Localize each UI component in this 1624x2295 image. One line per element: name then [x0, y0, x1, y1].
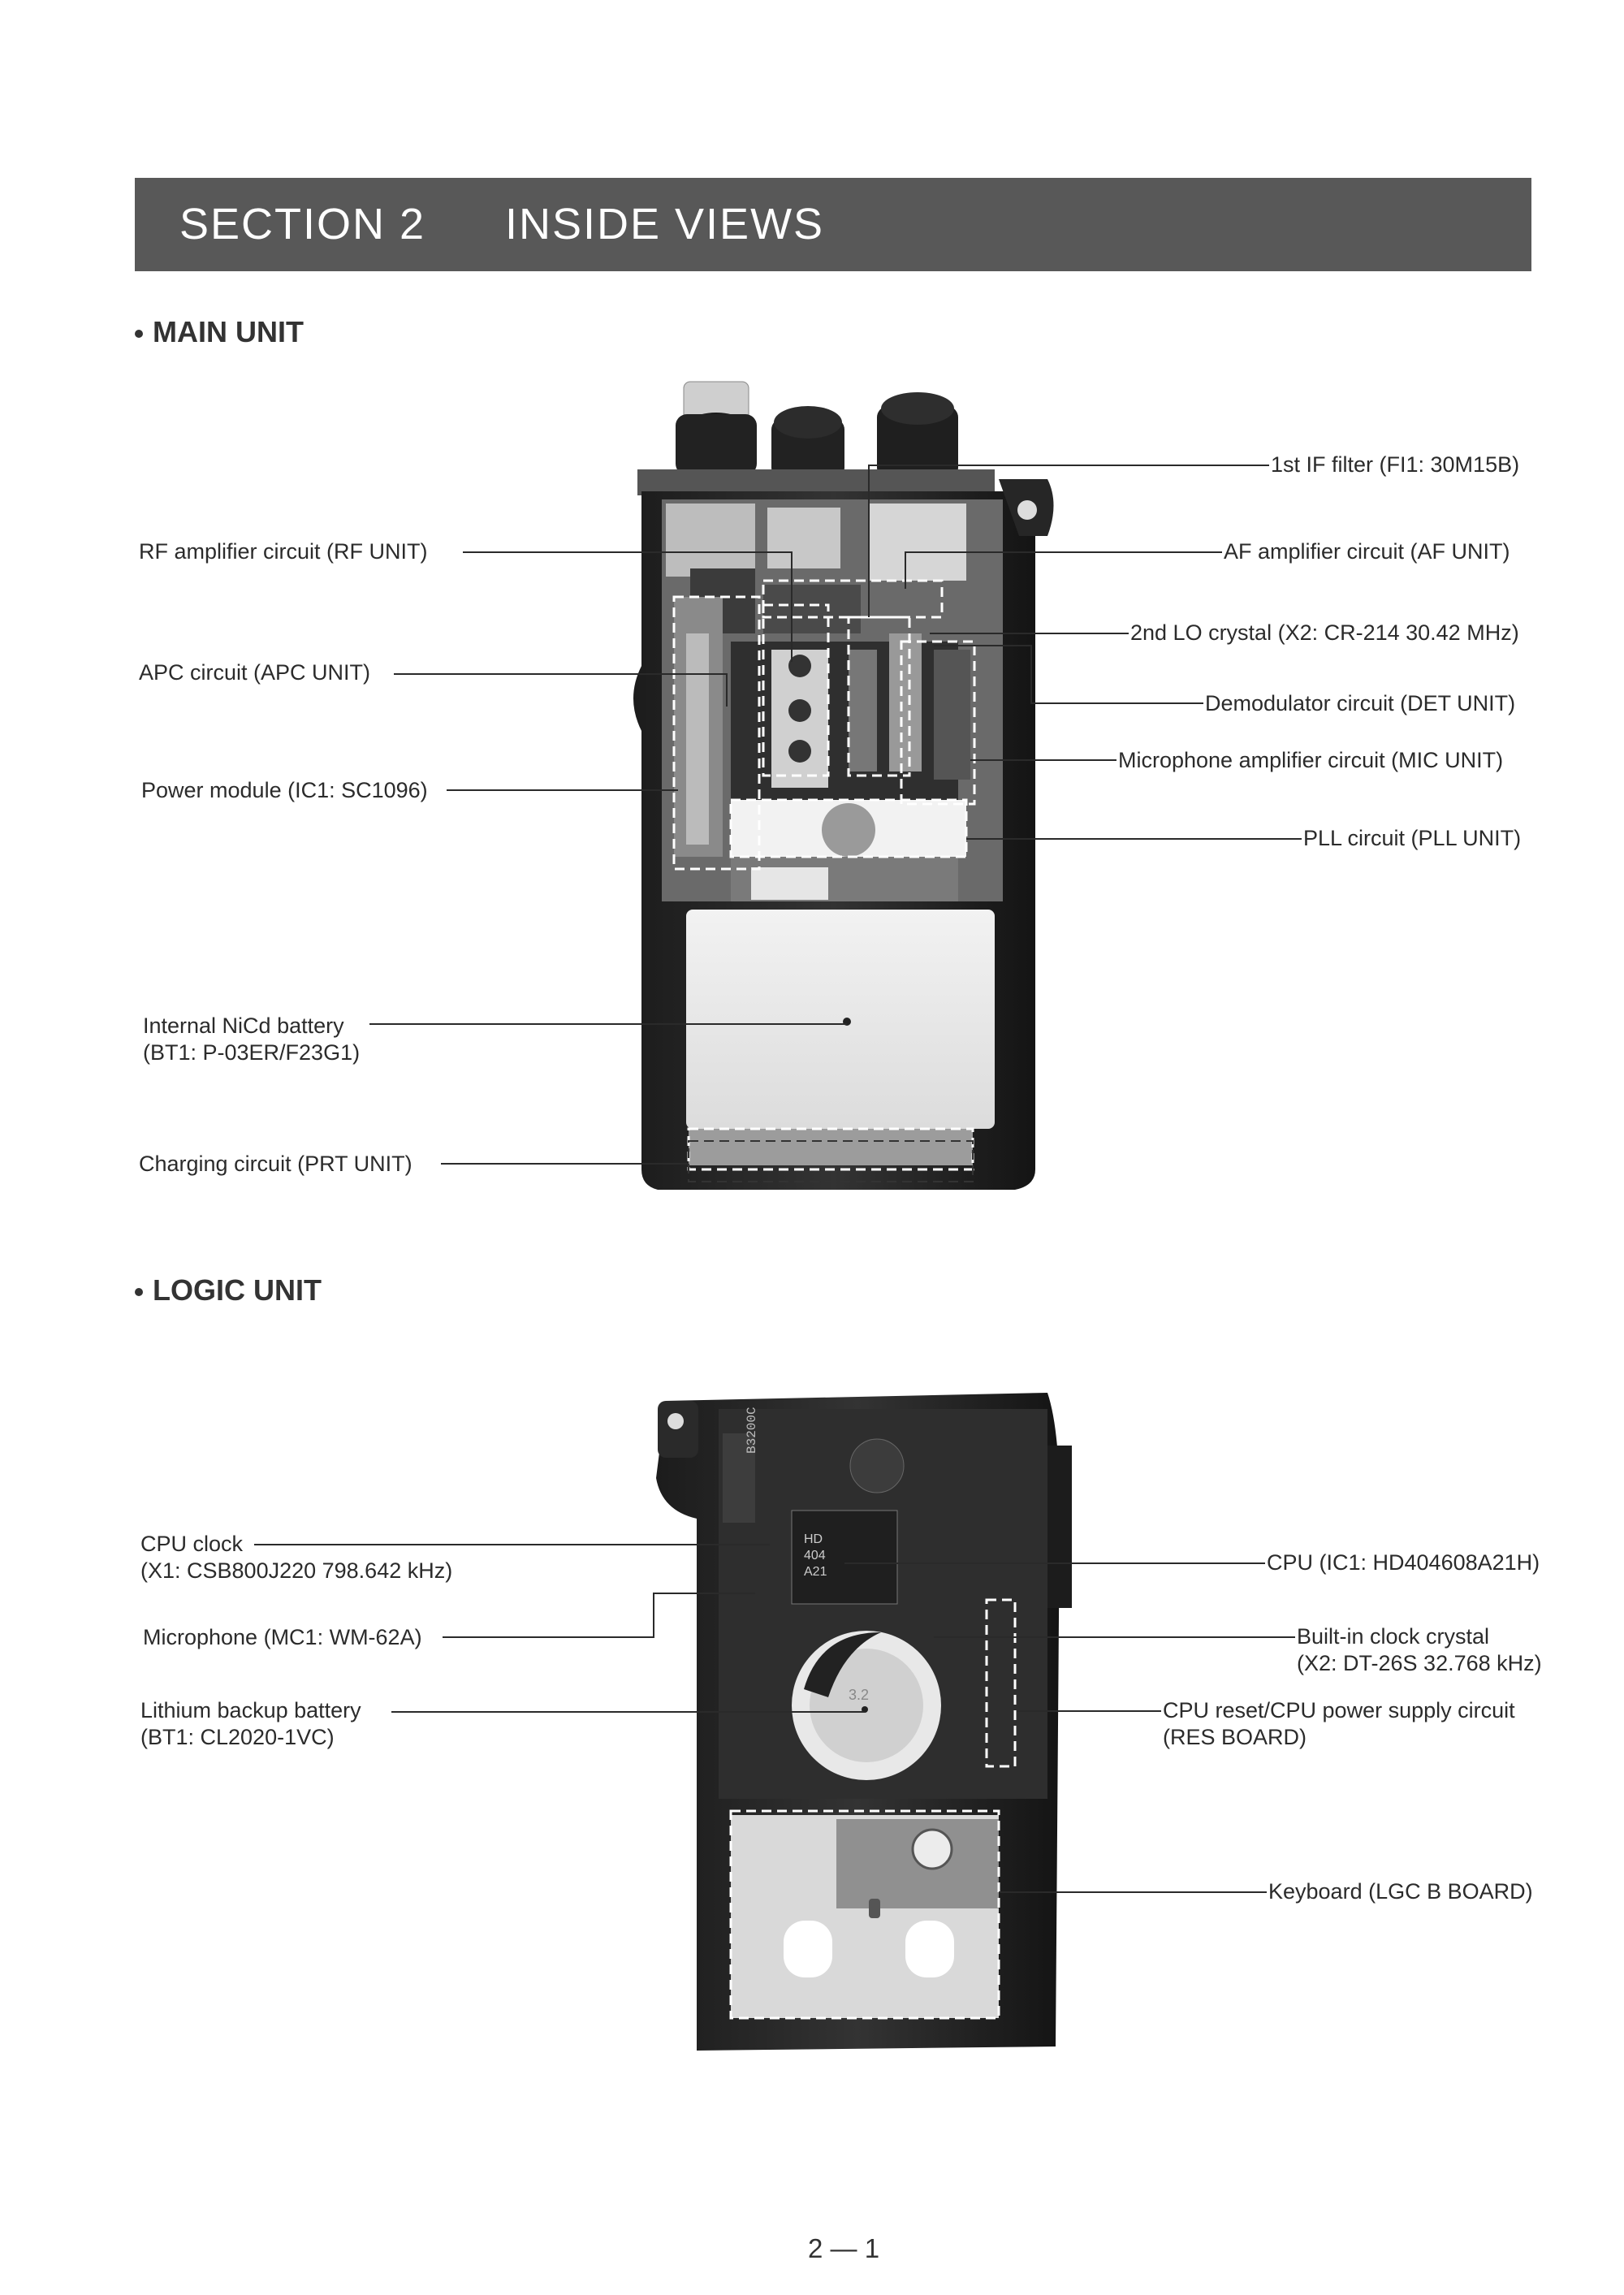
logic-unit-photo: B3200C HD 404 A21 3.2 [656, 1393, 1072, 2051]
bullet-icon [135, 330, 143, 339]
label-clock-crystal: Built-in clock crystal [1297, 1624, 1490, 1649]
section-title: INSIDE VIEWS [505, 200, 825, 249]
label-1st-if-filter: 1st IF filter (FI1: 30M15B) [1271, 452, 1520, 477]
label-nicd-battery: Internal NiCd battery [143, 1014, 344, 1038]
cpu-mark-hd: HD [804, 1532, 823, 1546]
section-number: SECTION 2 [179, 200, 426, 249]
label-rf-amplifier: RF amplifier circuit (RF UNIT) [139, 539, 428, 564]
logic-unit-heading: LOGIC UNIT [135, 1273, 322, 1307]
label-cpu: CPU (IC1: HD404608A21H) [1267, 1550, 1540, 1575]
label-mic-amplifier: Microphone amplifier circuit (MIC UNIT) [1118, 748, 1504, 772]
cpu-mark-404: 404 [804, 1549, 826, 1562]
label-demodulator: Demodulator circuit (DET UNIT) [1205, 691, 1516, 715]
label-charging-circuit: Charging circuit (PRT UNIT) [139, 1152, 412, 1176]
label-cpu-clock-part: (X1: CSB800J220 798.642 kHz) [140, 1558, 453, 1583]
label-pll-circuit: PLL circuit (PLL UNIT) [1303, 826, 1522, 850]
label-cpu-clock: CPU clock [140, 1532, 244, 1556]
main-unit-leader-lines [369, 465, 1302, 1165]
label-2nd-lo-crystal: 2nd LO crystal (X2: CR-214 30.42 MHz) [1130, 620, 1519, 645]
section-banner: SECTION 2 INSIDE VIEWS [135, 178, 1531, 271]
main-unit-photo [633, 381, 1054, 1190]
page-number: 2 — 1 [808, 2233, 880, 2263]
cpu-mark-a21: A21 [804, 1565, 827, 1579]
label-apc-circuit: APC circuit (APC UNIT) [139, 660, 371, 685]
label-nicd-battery-part: (BT1: P-03ER/F23G1) [143, 1040, 361, 1065]
label-af-amplifier: AF amplifier circuit (AF UNIT) [1224, 539, 1510, 564]
label-res-board: (RES BOARD) [1163, 1725, 1307, 1749]
label-keyboard: Keyboard (LGC B BOARD) [1268, 1879, 1533, 1904]
main-unit-heading: MAIN UNIT [135, 315, 304, 349]
label-cpu-reset: CPU reset/CPU power supply circuit [1163, 1698, 1515, 1722]
bullet-icon [135, 1288, 143, 1297]
label-power-module: Power module (IC1: SC1096) [141, 778, 428, 802]
label-lithium-battery: Lithium backup battery [140, 1698, 361, 1722]
label-microphone: Microphone (MC1: WM-62A) [143, 1625, 422, 1649]
label-clock-crystal-part: (X2: DT-26S 32.768 kHz) [1297, 1651, 1542, 1675]
board-mark-b3200c: B3200C [745, 1407, 759, 1454]
label-lithium-battery-part: (BT1: CL2020-1VC) [140, 1725, 335, 1749]
logic-unit-leader-lines [254, 1544, 1295, 1893]
battery-mark: 3.2 [849, 1687, 869, 1703]
